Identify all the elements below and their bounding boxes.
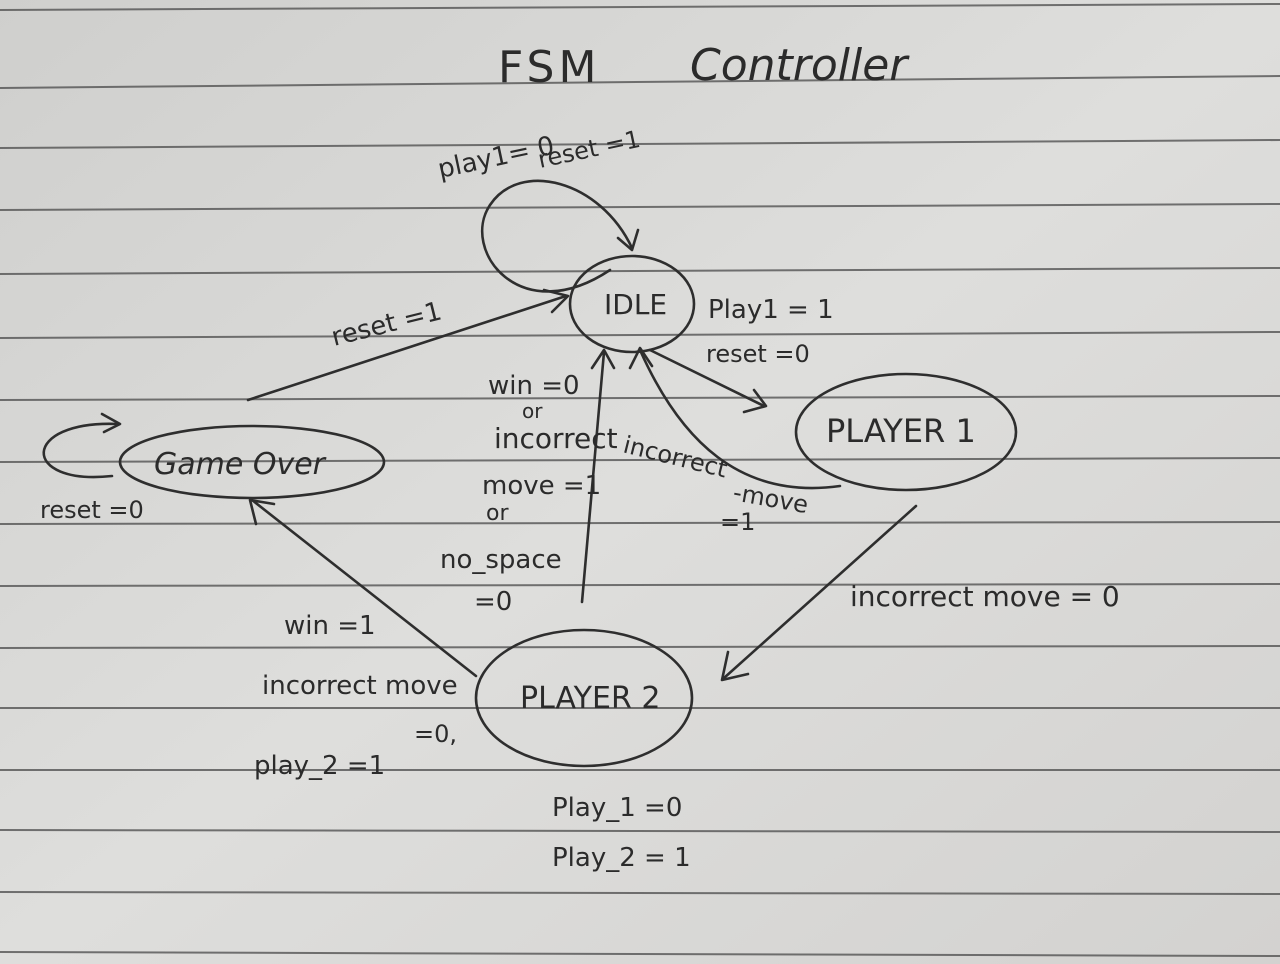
label-p2-to-idle-3: incorrect: [494, 422, 618, 455]
arrow-idle-self-loop: [480, 179, 634, 293]
label-p2-to-gameover-4: play_2 =1: [254, 751, 385, 781]
arrow-player1-to-idle: [638, 348, 842, 490]
arrow-player2-to-idle: [580, 350, 606, 604]
label-p1-to-p2: incorrect move = 0: [850, 580, 1120, 613]
title-controller: Controller: [690, 40, 910, 91]
ruled-lines: [0, 3, 1280, 957]
arrowhead-player1-to-idle: [628, 346, 654, 370]
label-p1-to-idle-3: =1: [720, 508, 755, 536]
state-idle-circle: [568, 254, 696, 354]
arrowhead-player2-to-idle: [590, 348, 616, 370]
label-p2-to-idle-1: win =0: [488, 371, 580, 401]
label-p2-to-gameover-3: =0,: [414, 720, 457, 748]
label-p2-output-1: Play_1 =0: [552, 793, 682, 823]
arrow-idle-to-player1: [648, 348, 766, 408]
label-idle-to-p1-reset: reset =0: [706, 340, 810, 368]
label-p2-to-gameover-2: incorrect move: [262, 671, 458, 701]
title-fsm: FSM: [498, 42, 600, 93]
arrowhead-player2-to-gameover: [248, 498, 276, 526]
state-player2-label: PLAYER 2: [520, 681, 660, 716]
arrowhead-gameover-self-loop: [100, 412, 122, 434]
label-p2-to-idle-2: or: [522, 399, 543, 423]
label-gameover-self: reset =0: [40, 496, 144, 524]
arrow-gameover-self-loop: [42, 422, 120, 479]
arrow-player1-to-player2: [722, 504, 918, 680]
label-idle-to-p1-play: Play1 = 1: [708, 295, 834, 325]
label-p2-output-2: Play_2 = 1: [552, 843, 691, 873]
state-idle-label: IDLE: [604, 288, 667, 321]
state-gameover-label: Game Over: [154, 447, 327, 482]
arrow-gameover-to-idle: [246, 294, 568, 402]
arrowhead-idle-to-player1: [742, 388, 768, 414]
label-p2-to-gameover-1: win =1: [284, 611, 376, 641]
label-p2-to-idle-5: or: [486, 501, 509, 526]
arrow-player2-to-gameover: [250, 498, 478, 678]
label-p2-to-idle-4: move =1: [482, 471, 601, 501]
arrowhead-gameover-to-idle: [542, 288, 570, 314]
state-gameover-circle: [118, 424, 386, 500]
state-player1-label: PLAYER 1: [826, 412, 976, 450]
state-player2-circle: [474, 628, 694, 768]
label-p2-to-idle-7: =0: [474, 587, 512, 617]
label-p2-to-idle-6: no_space: [440, 545, 562, 575]
arrowhead-idle-self-loop: [616, 228, 640, 252]
arrowhead-player1-to-player2: [720, 650, 750, 682]
state-player1-circle: [794, 372, 1018, 492]
